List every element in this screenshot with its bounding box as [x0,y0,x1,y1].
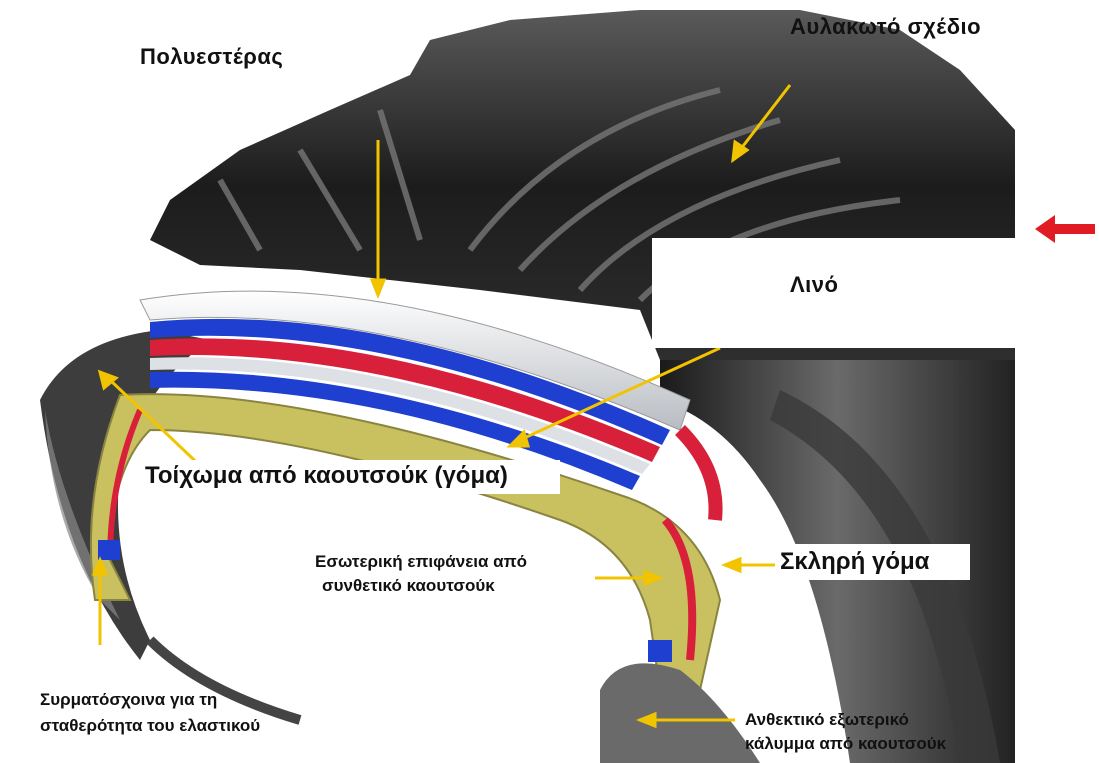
tread-pattern-label: Αυλακωτό σχέδιο [790,14,981,39]
outer-cover-label-line1: Ανθεκτικό εξωτερικό [745,710,909,730]
inner-liner-label-line1: Εσωτερική επιφάνεια από [315,552,527,572]
bead-wire-right [648,640,672,662]
hard-rubber-label: Σκληρή γόμα [780,548,929,576]
sidewall-label: Τοίχωμα από καουτσούκ (γόμα) [145,462,508,490]
red-pointer-arrow [1035,215,1095,243]
bead-wire-label-line1: Συρματόσχοινα για τη [40,690,217,710]
linen-label: Λινό [790,272,838,297]
bead-wire-label-line2: σταθερότητα του ελαστικού [40,716,260,736]
bead-wire [98,540,120,560]
outer-cover-label-line2: κάλυμμα από καουτσούκ [745,734,946,754]
polyester-label: Πολυεστέρας [140,44,283,69]
inner-liner-label-line2: συνθετικό καουτσούκ [322,576,495,596]
